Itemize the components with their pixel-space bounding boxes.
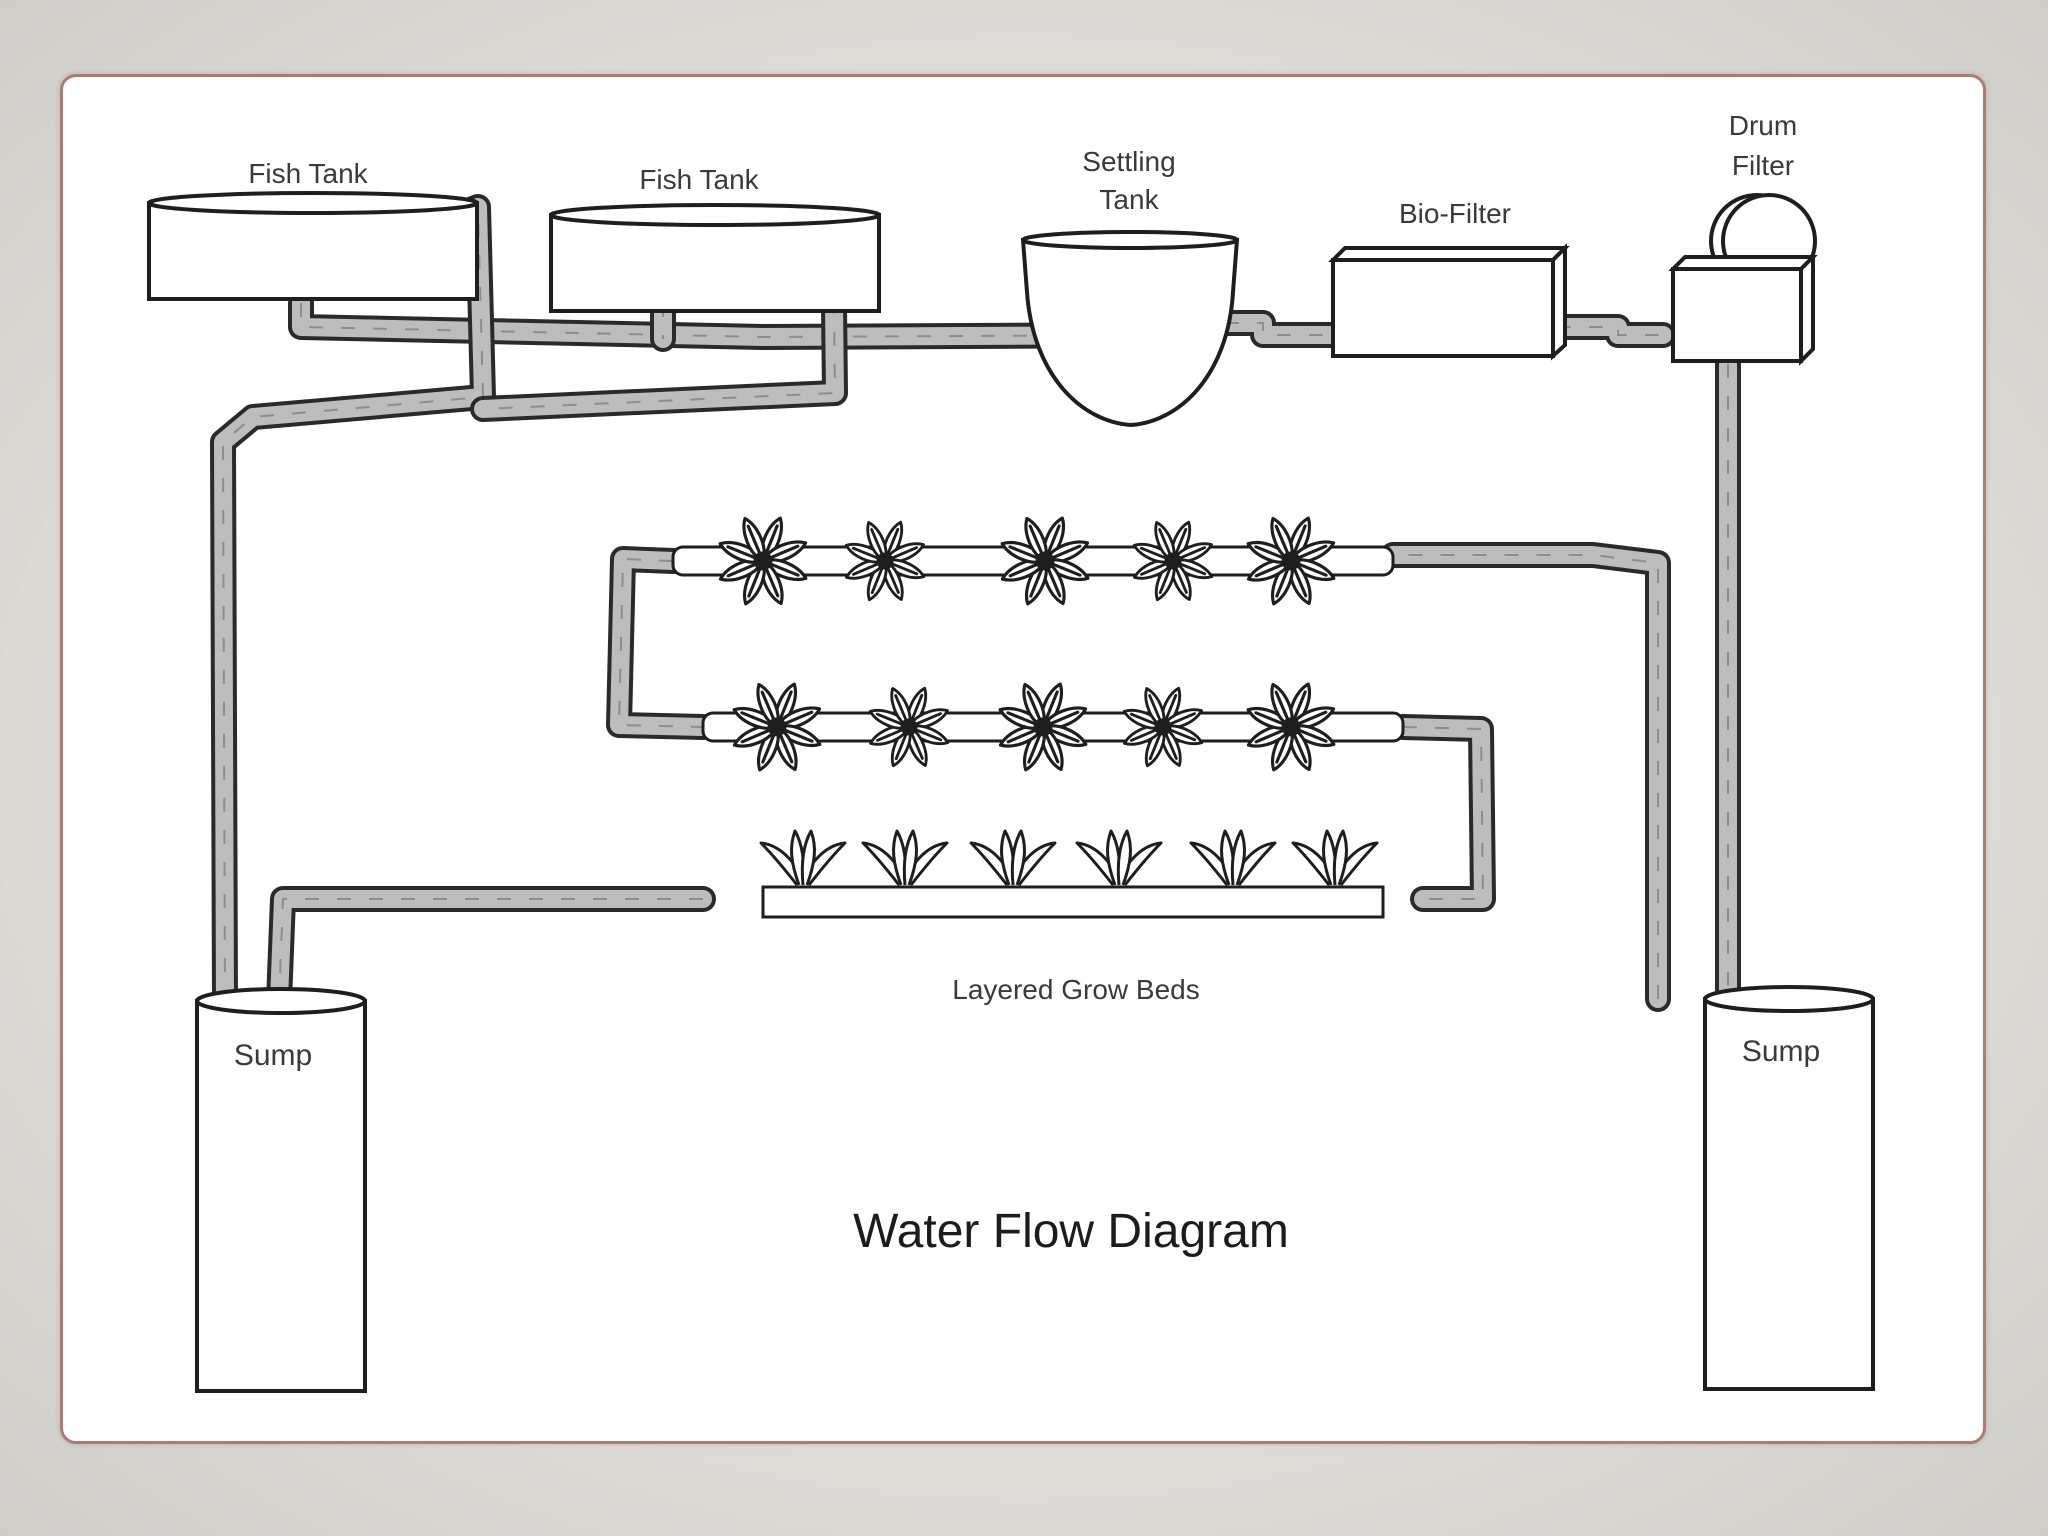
pipe-grow-serpentine [606,546,716,740]
seedling-icon [861,829,949,886]
fish-tank-1 [147,191,479,301]
plant-icon [1246,516,1336,606]
seedling-icon [1189,829,1277,886]
settling-tank-label-line2: Tank [1099,184,1159,215]
plant-icon [1122,686,1204,768]
bio-filter [1328,243,1570,361]
water-flow-diagram: Fish Tank Fish Tank Settling Tank Bio-Fi… [147,110,1875,1393]
seedling-icon [1075,829,1163,886]
settling-tank [1020,230,1240,428]
sump-right-label: Sump [1742,1035,1820,1068]
fish-tank-2 [549,203,881,313]
drum-filter-label-line1: Drum [1729,110,1797,141]
sump-left [195,987,367,1393]
drum-filter-label-line2: Filter [1732,150,1794,181]
sump-left-label: Sump [234,1039,312,1072]
grow-beds-label: Layered Grow Beds [952,974,1199,1005]
plant-icon [868,686,950,768]
pipe-drum-to-sump [1693,298,1741,1012]
pipe-growbed-to-sump [266,886,716,1014]
plant-icon [1246,682,1336,772]
seedling-icon [759,829,847,886]
plant-icon [732,682,822,772]
fish-tank-2-label: Fish Tank [639,164,759,195]
plant-icon [844,520,926,602]
drum-filter [1668,193,1818,366]
grow-bed-bottom [761,885,1385,919]
diagram-slide: Fish Tank Fish Tank Settling Tank Bio-Fi… [60,74,1986,1444]
plants-middle-row [732,682,1336,772]
bio-filter-label: Bio-Filter [1399,198,1511,229]
sump-right [1703,985,1875,1391]
plants-top-row [718,516,1336,606]
plant-icon [1132,520,1214,602]
fish-tank-1-label: Fish Tank [248,158,368,189]
pipe-grow-right-bend [1390,714,1496,912]
pipe-tank-manifold [288,290,1676,350]
plant-icon [998,682,1088,772]
pipe-sump-to-growbeds [1380,542,1671,1012]
plant-icon [1000,516,1090,606]
settling-tank-label-line1: Settling [1082,146,1175,177]
diagram-title: Water Flow Diagram [853,1205,1289,1258]
seedling-icon [1291,829,1379,886]
seedling-icon [969,829,1057,886]
plant-icon [718,516,808,606]
seedlings-bottom-row [759,829,1379,886]
